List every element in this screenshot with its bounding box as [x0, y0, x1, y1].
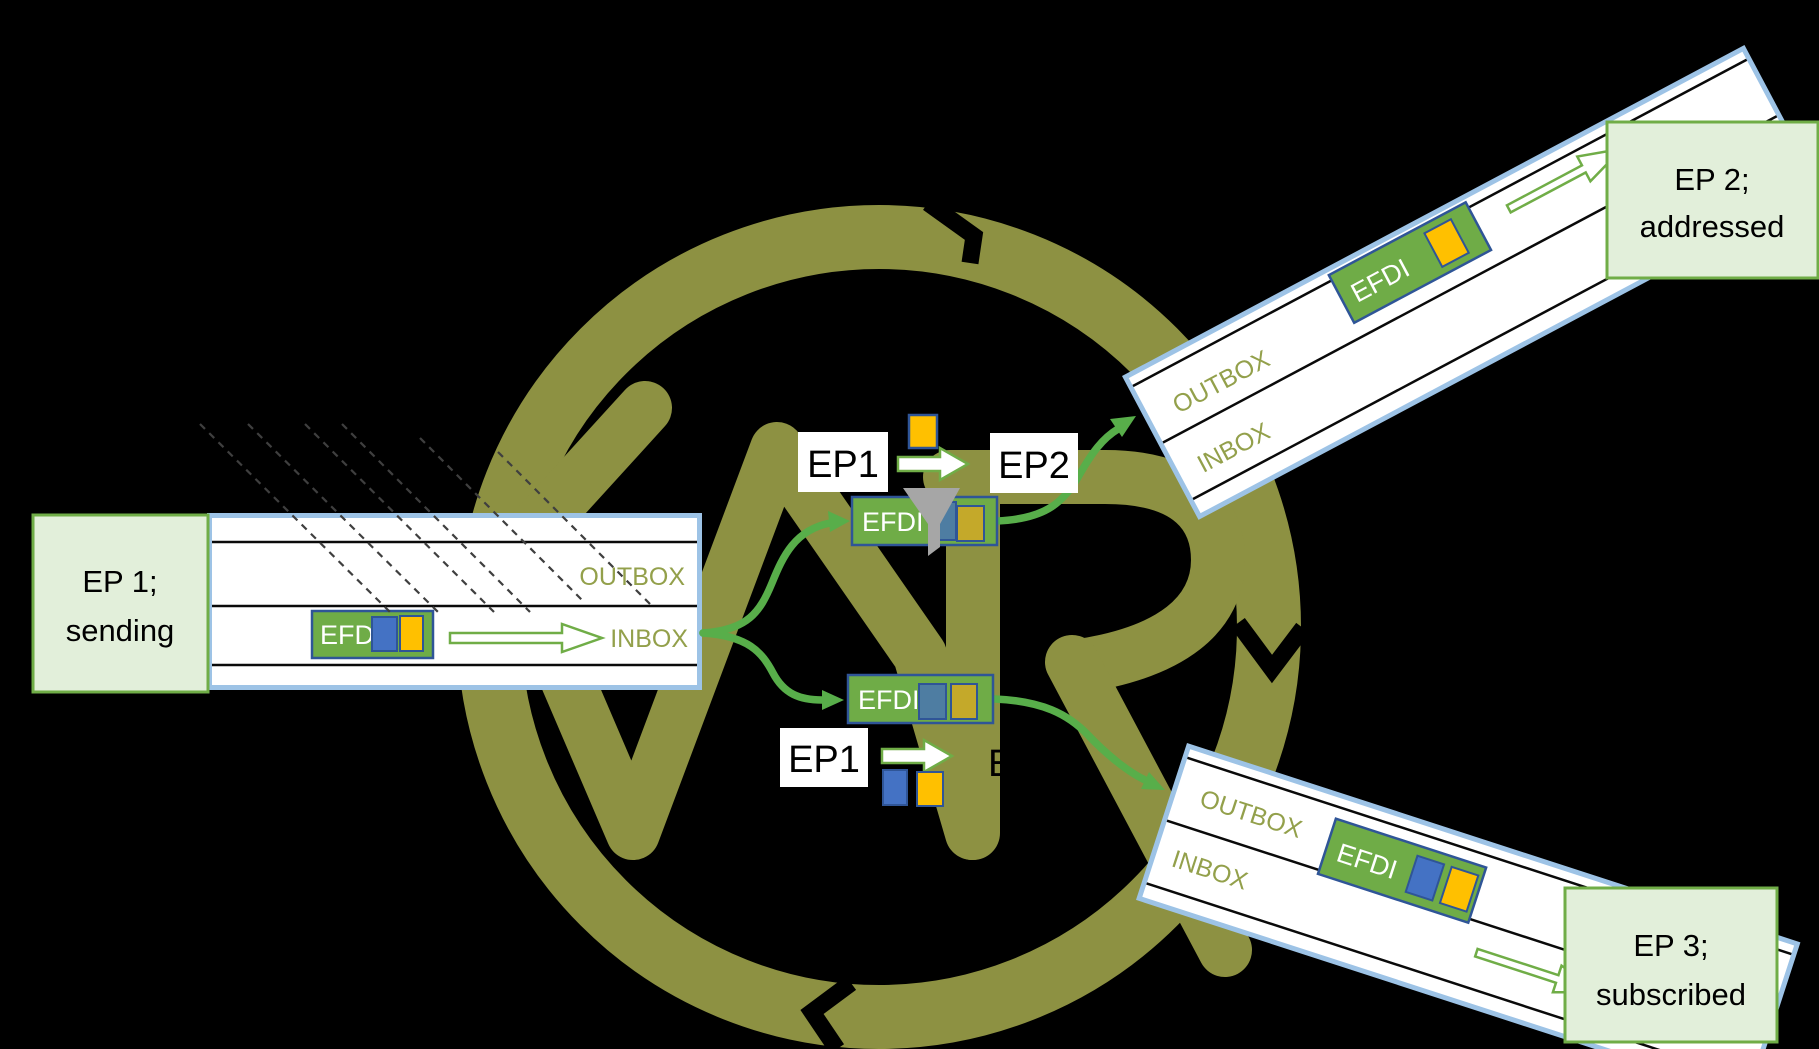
message-yellow-icon — [1438, 865, 1480, 913]
ep2-endpoint-box — [1605, 120, 1819, 280]
white-flow-arrow-icon — [880, 737, 955, 775]
flow-arrow-icon — [448, 622, 606, 654]
routing-arrowhead-icon — [1141, 772, 1165, 790]
ep2-target-label-box — [990, 433, 1078, 493]
message-yellow-icon — [956, 505, 985, 542]
ep2-target-label: EP2 — [998, 445, 1070, 487]
dashed-line — [247, 423, 439, 613]
ep2-endpoint-subtitle: addressed — [1640, 209, 1785, 244]
funnel-icon — [903, 488, 960, 556]
message-yellow-icon — [399, 615, 424, 652]
routing-arrowhead-icon — [1110, 416, 1136, 437]
routing-arrowheads — [822, 416, 1165, 790]
message-blue-icon — [918, 683, 947, 720]
message-yellow-icon — [916, 771, 944, 807]
endpoint-box-ep2: EP 2; addressed — [1605, 120, 1819, 280]
dashed-projection-lines — [199, 423, 651, 613]
ring-chevron-right-icon — [1231, 617, 1310, 684]
message-yellow-icon — [907, 413, 939, 450]
ep1-inbox-label: INBOX — [610, 625, 688, 653]
dashed-line — [199, 423, 391, 613]
ep1-endpoint-subtitle: sending — [66, 613, 175, 648]
dashed-line — [304, 423, 495, 613]
ep2-endpoint-title: EP 2; — [1674, 162, 1749, 197]
routing-arrow-efdi-to-ep3 — [991, 695, 1149, 784]
efdi-label: EFDI — [858, 685, 920, 715]
routing-arrowhead-icon — [828, 511, 850, 532]
ep1-endpoint-title: EP 1; — [82, 564, 157, 599]
logo-letter-r-bowl — [923, 450, 1245, 693]
ep3-endpoint-subtitle: subscribed — [1596, 977, 1746, 1012]
ep3-bar-row-line — [1146, 882, 1751, 1049]
dashed-line — [341, 423, 531, 613]
endpoint-box-ep3: EP 3; subscribed — [1563, 886, 1779, 1044]
ep1-source-label: EP1 — [788, 739, 860, 781]
ep1-endpoint-box — [31, 513, 210, 694]
message-blue-icon — [371, 616, 398, 652]
ring-chevron-top-icon — [923, 196, 984, 265]
ep3-endpoint-box — [1563, 886, 1779, 1044]
partial-target-label: E — [988, 743, 1013, 785]
ep1-bar-body — [207, 513, 702, 690]
ep1-outbox-label: OUTBOX — [579, 563, 685, 591]
message-blue-icon — [1404, 854, 1446, 902]
white-flow-arrow-icon — [896, 445, 971, 483]
efdi-label: EFDI — [862, 507, 924, 537]
message-yellow-icon — [950, 683, 978, 720]
routing-curves — [699, 425, 1149, 784]
ep1-source-label-box — [780, 728, 868, 787]
routing-arrow-ep1-to-efdi-upper — [699, 519, 834, 637]
routing-arrowhead-icon — [822, 690, 844, 710]
ring-chevron-bottom-icon — [800, 976, 857, 1049]
ep1-source-label: EP1 — [807, 444, 879, 486]
endpoint-bar-ep1: OUTBOX INBOX EFDI — [207, 513, 702, 690]
message-yellow-icon — [1423, 217, 1471, 269]
routing-arrow-ep1-to-efdi-lower — [699, 629, 826, 704]
dashed-line — [497, 451, 651, 605]
endpoint-box-ep1: EP 1; sending — [31, 513, 210, 694]
ep1-source-label-box — [798, 432, 888, 492]
ep3-endpoint-title: EP 3; — [1633, 928, 1708, 963]
message-blue-icon — [882, 769, 908, 806]
